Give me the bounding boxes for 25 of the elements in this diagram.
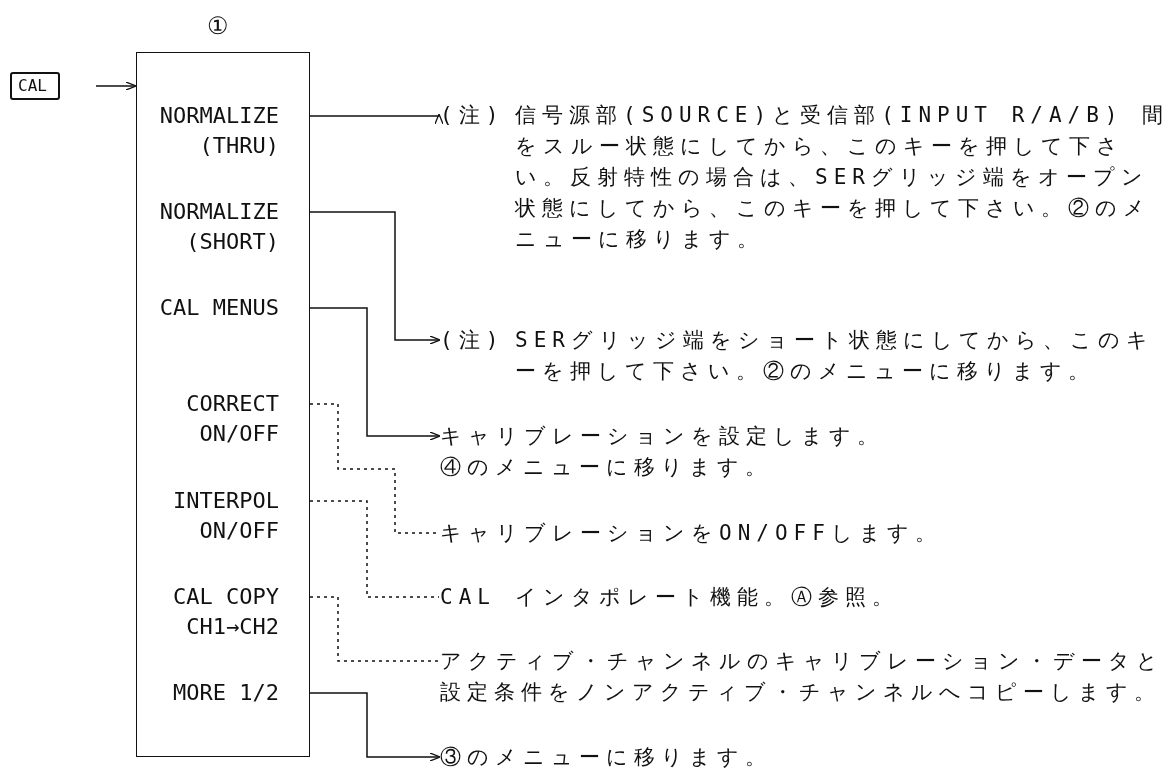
softkey-label: CORRECT ON/OFF: [137, 389, 309, 449]
menu-number: ①: [207, 11, 229, 41]
cal-key: CAL: [10, 72, 60, 100]
description-text: CAL インタポレート機能。Ⓐ参照。: [440, 584, 900, 611]
description-text: ③のメニューに移ります。: [440, 744, 773, 769]
description-text: キャリブレーションを設定します。④のメニューに移ります。: [440, 423, 885, 481]
note-mark: (注): [440, 102, 506, 129]
note-mark: (注): [440, 327, 506, 354]
description-text: キャリブレーションをON/OFFします。: [440, 520, 943, 547]
arrow: [309, 113, 444, 125]
softkey-label: INTERPOL ON/OFF: [137, 486, 309, 546]
softkey-label: CAL MENUS: [137, 293, 309, 323]
note-text: 信号源部(SOURCE)と受信部(INPUT R/A/B) 間をスルー状態にしてから、このキーを押して下さい。反射特性の場合は、SERグリッジ端をオープン状態にしてから、このキーを押して下さい。②のメニューに移ります。: [515, 102, 1171, 253]
arrow: [309, 307, 441, 441]
dotted-connector: [309, 596, 440, 662]
arrow: [309, 211, 441, 345]
note-text: SERグリッジ端をショート状態にしてから、このキーを押して下さい。②のメニューに移ります。: [515, 327, 1155, 385]
dotted-connector: [309, 500, 440, 598]
description-text: アクティブ・チャンネルのキャリブレーション・データと設定条件をノンアクティブ・チャンネルへコピーします。: [440, 648, 1165, 706]
arrow: [309, 692, 441, 762]
softkey-label: CAL COPY CH1→CH2: [137, 582, 309, 642]
softkey-label: MORE 1/2: [137, 678, 309, 708]
arrow: [95, 81, 137, 91]
softkey-label: NORMALIZE (THRU): [137, 101, 309, 161]
softkey-label: NORMALIZE (SHORT): [137, 197, 309, 257]
